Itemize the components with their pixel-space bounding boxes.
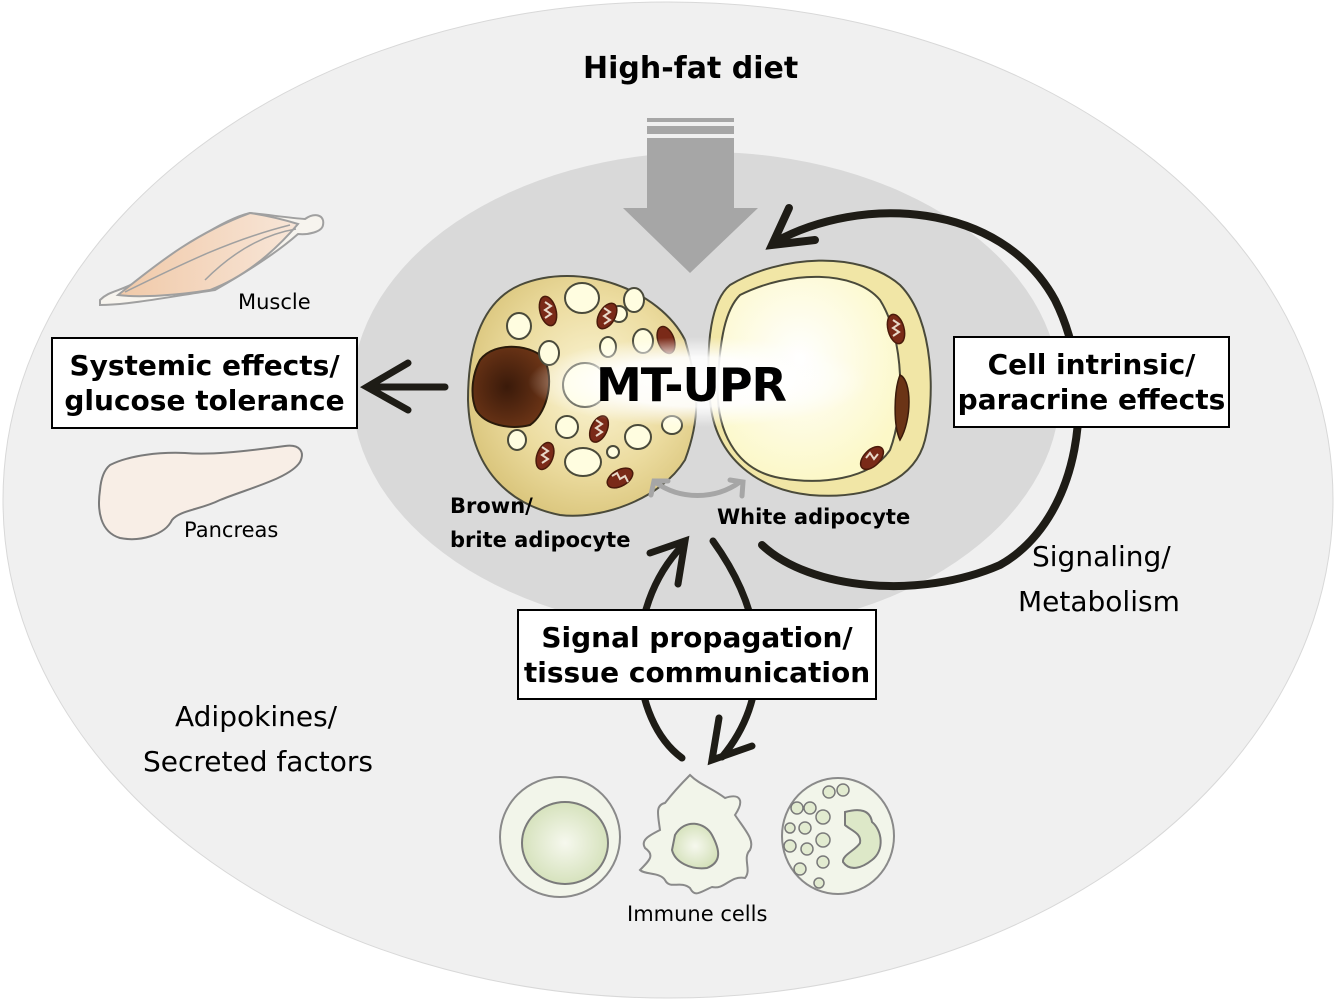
signaling-label-line2: Metabolism — [1018, 585, 1180, 618]
pancreas-illustration — [98, 444, 303, 540]
diet-arrow — [623, 118, 758, 273]
brown-adipocyte-label-line2: brite adipocyte — [450, 528, 631, 552]
signal-propagation-box: Signal propagation/ tissue communication — [517, 609, 877, 700]
pancreas-label: Pancreas — [184, 518, 279, 542]
immune-cell-lymphocyte — [499, 776, 621, 898]
signaling-label-line1: Signaling/ — [1032, 540, 1171, 573]
systemic-effects-line1: Systemic effects/ — [69, 349, 340, 382]
interconversion-arrow — [648, 477, 746, 499]
systemic-arrow — [359, 359, 449, 414]
muscle-label: Muscle — [238, 290, 311, 314]
systemic-effects-line2: glucose tolerance — [64, 384, 345, 417]
cell-intrinsic-loop-arrow — [758, 204, 1083, 591]
cell-intrinsic-box: Cell intrinsic/ paracrine effects — [953, 336, 1230, 428]
adipokines-label-line2: Secreted factors — [143, 745, 374, 778]
signal-propagation-line1: Signal propagation/ — [541, 620, 853, 654]
immune-cells-label: Immune cells — [627, 902, 768, 926]
signal-propagation-line2: tissue communication — [523, 655, 871, 689]
mt-upr-label: MT-UPR — [596, 358, 787, 412]
brown-nucleus — [471, 345, 550, 428]
muscle-illustration — [99, 211, 325, 307]
systemic-effects-box: Systemic effects/ glucose tolerance — [51, 337, 358, 429]
white-adipocyte-label: White adipocyte — [717, 505, 911, 529]
immune-cell-neutrophil — [781, 777, 895, 895]
cell-intrinsic-line2: paracrine effects — [957, 383, 1226, 416]
cell-intrinsic-line1: Cell intrinsic/ — [987, 348, 1196, 381]
mt-upr-glow — [528, 337, 868, 427]
immune-cell-macrophage — [638, 773, 753, 895]
brown-adipocyte-label-line1: Brown/ — [450, 494, 533, 518]
diagram-title: High-fat diet — [583, 51, 799, 86]
adipokines-label-line1: Adipokines/ — [175, 700, 338, 733]
